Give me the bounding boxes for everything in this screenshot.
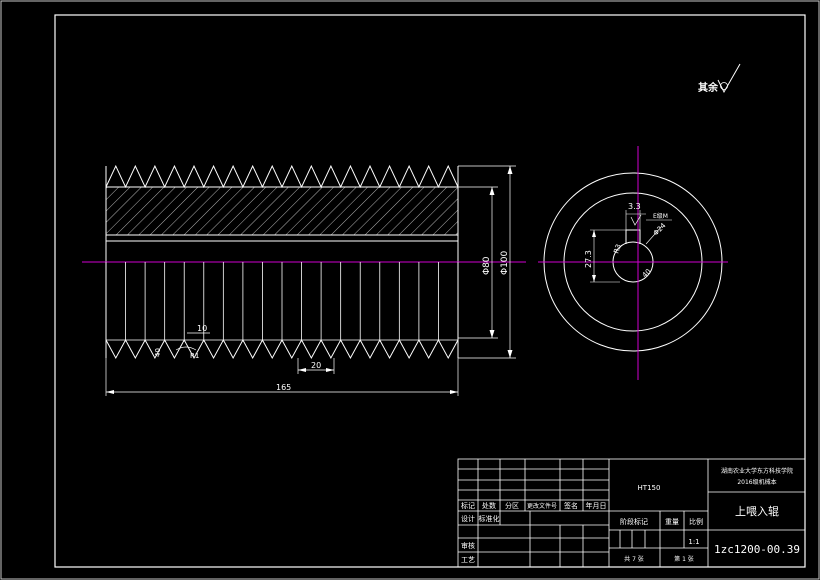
dim-label-bore-inner: 40 <box>641 267 653 279</box>
label-design: 设计 <box>461 514 475 523</box>
section-hatching <box>106 187 458 235</box>
school-name: 湖南农业大学东方科技学院 <box>721 467 793 475</box>
label-count: 处数 <box>482 501 496 510</box>
side-view: 3.3 E级M 27.3 R3 Φ24 40 <box>538 146 728 380</box>
sheet-number: 第 1 张 <box>674 555 694 563</box>
scale-value: 1:1 <box>688 538 699 546</box>
keyway-spec-label: E级M <box>653 212 668 220</box>
label-change-doc: 更改文件号 <box>527 502 557 510</box>
title-block-text: HT150 湖南农业大学东方科技学院 2016级机械本 上喂入辊 1zc1200… <box>461 467 800 564</box>
sheet-count: 共 7 张 <box>624 555 644 563</box>
label-process: 工艺 <box>461 556 475 564</box>
title-block-frame <box>457 458 806 568</box>
label-zone: 分区 <box>505 501 519 510</box>
label-stage-mark: 阶段标记 <box>620 517 648 526</box>
dim-label-keywidth: 3.3 <box>628 202 641 211</box>
dim-label-pitch: 10 <box>197 324 207 333</box>
class-name: 2016级机械本 <box>737 478 776 486</box>
part-name: 上喂入辊 <box>735 504 779 518</box>
label-date: 年月日 <box>586 501 607 510</box>
front-view-roller <box>82 164 526 360</box>
material-label: HT150 <box>638 484 661 492</box>
angle-arc <box>175 346 197 351</box>
dim-label-tooth-angle: 40 <box>154 348 162 357</box>
inner-drawing-frame <box>54 14 806 568</box>
roughness-label: 其余 <box>698 81 719 94</box>
dim-label-20: 20 <box>311 361 321 370</box>
label-mark: 标记 <box>461 501 475 510</box>
roughness-circle-symbol <box>720 82 728 90</box>
dim-label-r1: R1 <box>190 352 199 360</box>
title-block <box>457 458 806 568</box>
dim-label-r3: R3 <box>612 243 623 255</box>
drawing-number: 1zc1200-00.39 <box>714 543 800 556</box>
label-sign: 签名 <box>564 501 578 510</box>
bore-leader-line <box>645 225 663 245</box>
dim-label-165: 165 <box>276 383 291 392</box>
dim-label-d100: Φ100 <box>500 250 510 275</box>
label-ratio: 比例 <box>689 517 703 526</box>
dim-label-keyheight: 27.3 <box>584 250 593 268</box>
roughness-check-symbol <box>717 63 741 94</box>
label-weight: 重量 <box>665 518 679 526</box>
keyway <box>625 229 641 244</box>
label-review: 审核 <box>461 541 475 550</box>
dim-label-bore: Φ24 <box>652 221 668 237</box>
top-thread-profile <box>105 164 459 189</box>
dim-label-d80: Φ80 <box>482 256 492 275</box>
lower-tooth-lines <box>105 262 459 340</box>
surface-roughness-note: 其余 <box>698 63 741 94</box>
front-view-dimensions: Φ80 Φ100 10 20 165 40 R1 <box>105 165 516 396</box>
keyway-roughness-symbol <box>630 214 642 226</box>
label-standard: 标准化 <box>479 514 500 523</box>
